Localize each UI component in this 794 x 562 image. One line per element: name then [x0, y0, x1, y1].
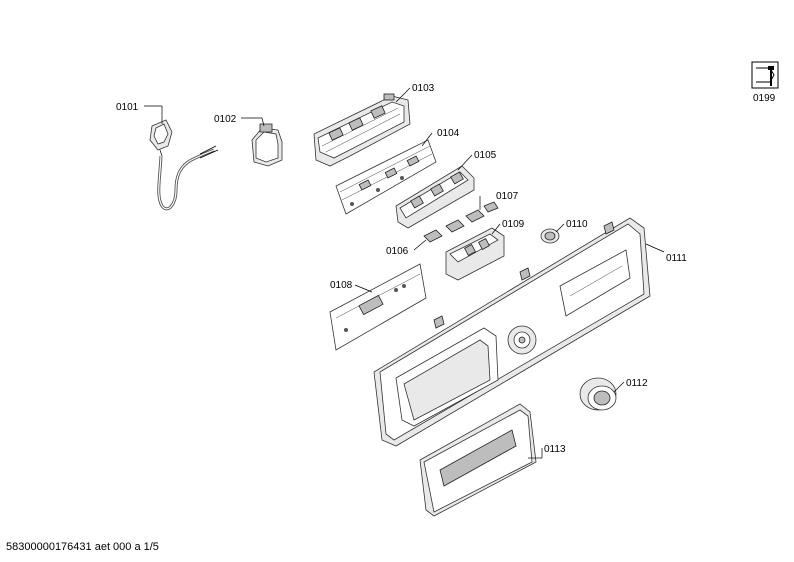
- callout-0199: 0199: [753, 93, 776, 104]
- part-interference-filter: [251, 123, 283, 167]
- callout-0107: 0107: [496, 191, 519, 202]
- part-drawer-handle: [419, 403, 537, 517]
- part-power-cord: [149, 119, 219, 211]
- part-push-buttons: [423, 201, 499, 243]
- callout-0111: 0111: [666, 253, 687, 264]
- wrench-service-icon: [751, 61, 779, 89]
- document-footer: 58300000176431 aet 000 a 1/5: [6, 541, 159, 553]
- part-selector-module: [445, 227, 505, 281]
- part-program-knob: [579, 377, 617, 411]
- callout-0112: 0112: [626, 378, 648, 389]
- callout-0102: 0102: [214, 114, 237, 125]
- callout-0110: 0110: [566, 219, 588, 230]
- callout-0104: 0104: [437, 128, 460, 139]
- callout-0106: 0106: [386, 246, 409, 257]
- callout-0109: 0109: [502, 219, 525, 230]
- callout-0113: 0113: [544, 444, 566, 455]
- callout-0101: 0101: [116, 102, 139, 113]
- part-small-knob: [540, 228, 560, 244]
- part-electronic-board: [335, 139, 437, 215]
- part-display-board: [329, 263, 427, 351]
- callout-0108: 0108: [330, 280, 353, 291]
- callout-0103: 0103: [412, 83, 435, 94]
- callout-labels: 0101 0102 0103 0104 0105 0106 0107 0108 …: [116, 83, 776, 455]
- part-module-housing: [313, 93, 411, 167]
- part-control-panel: [373, 217, 651, 447]
- callout-0105: 0105: [474, 150, 497, 161]
- leader-lines: [144, 87, 665, 459]
